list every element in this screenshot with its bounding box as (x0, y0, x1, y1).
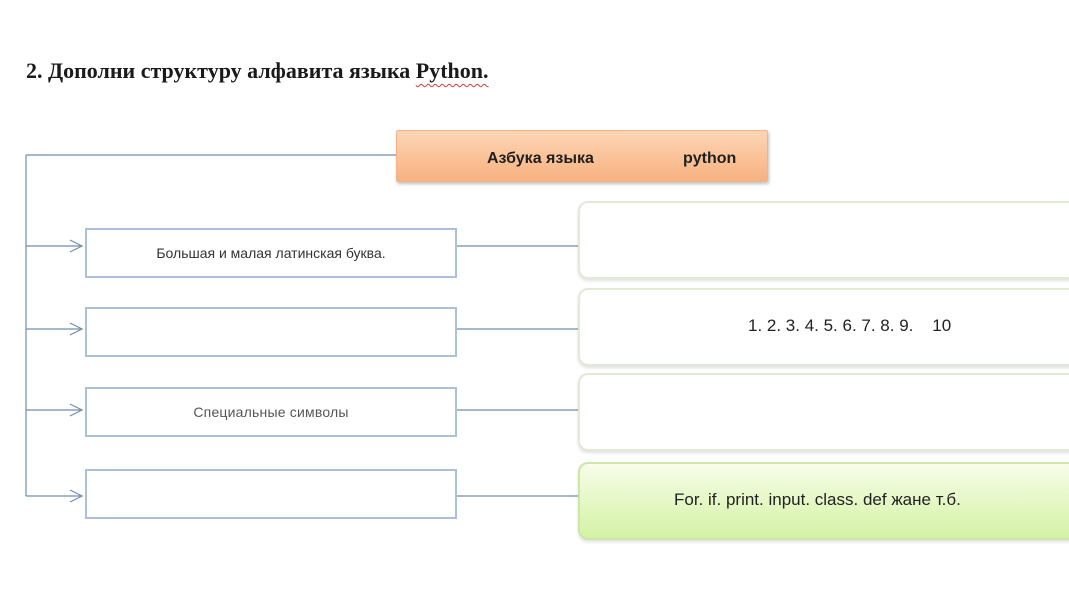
left-box-3-label: Специальные символы (193, 404, 349, 420)
right-box-4-text: For. if. print. input. class. def жане т… (674, 490, 961, 509)
arrowhead-1 (69, 239, 84, 253)
arrowhead-2 (69, 322, 84, 336)
right-box-1 (578, 201, 1069, 279)
right-box-4: For. if. print. input. class. def жане т… (578, 462, 1069, 540)
left-box-4 (85, 469, 457, 519)
header-label-part2: python (683, 150, 737, 167)
right-box-2-text: 1. 2. 3. 4. 5. 6. 7. 8. 9. 10 (748, 316, 952, 335)
task-number: 2. (26, 58, 43, 83)
header-box: Азбука языка python (396, 130, 768, 182)
left-box-3: Специальные символы (85, 387, 457, 437)
right-box-3 (578, 373, 1069, 451)
left-box-1: Большая и малая латинская буква. (85, 228, 457, 278)
task-title: 2. Дополни структуру алфавита языка Pyth… (26, 58, 489, 84)
task-keyword: Python. (415, 58, 489, 83)
right-box-2: 1. 2. 3. 4. 5. 6. 7. 8. 9. 10 (578, 288, 1069, 366)
left-box-2 (85, 307, 457, 357)
header-label-part1: Азбука языка (487, 150, 594, 167)
task-text: Дополни структуру алфавита языка (48, 58, 411, 83)
left-box-1-label: Большая и малая латинская буква. (156, 245, 386, 261)
arrowhead-4 (69, 489, 84, 503)
arrowhead-3 (69, 403, 84, 417)
